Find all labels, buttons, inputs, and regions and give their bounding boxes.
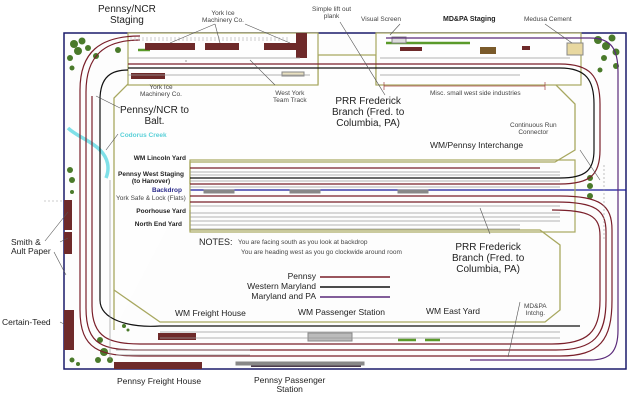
label-simple-plank: Simple lift out plank xyxy=(312,6,352,21)
label-mdpa-staging: MD&PA Staging xyxy=(443,16,496,23)
pennsy-tracks xyxy=(79,35,613,357)
label-west-york-team: West York Team Track xyxy=(273,90,307,105)
label-certain-teed: Certain-Teed xyxy=(2,317,51,327)
notes-line-2: You are heading west as you go clockwide… xyxy=(241,249,402,256)
label-mdpa-intchg: MD&PA Intchg. xyxy=(524,303,547,318)
label-york-ice-top: York Ice Machinery Co. xyxy=(202,10,244,25)
label-wm-east-yard: WM East Yard xyxy=(426,306,481,316)
wm-tracks xyxy=(99,67,595,327)
label-pennsy-ncr-balt: Pennsy/NCR to Balt. xyxy=(120,105,189,127)
label-york-ice-lower: York Ice Machinery Co. xyxy=(140,84,182,99)
label-wm-passenger-station: WM Passenger Station xyxy=(298,307,385,317)
label-wm-pennsy-interchange: WM/Pennsy Interchange xyxy=(430,140,524,150)
yard-tracks xyxy=(109,57,570,360)
mdpa-tracks xyxy=(386,37,619,361)
notes-title: NOTES: xyxy=(199,237,233,247)
legend-label-pennsy: Pennsy xyxy=(287,271,316,281)
dashed-guides xyxy=(44,37,605,240)
label-wm-lincoln-yard: WM Lincoln Yard xyxy=(133,155,186,162)
notes-line-1: You are facing south as you look at back… xyxy=(238,239,368,246)
gray-structures xyxy=(203,36,584,366)
label-wm-freight-house: WM Freight House xyxy=(175,308,246,318)
label-pennsy-freight-house: Pennsy Freight House xyxy=(117,376,202,386)
aisle-outline-lower xyxy=(113,210,561,323)
label-codorus-creek: Codorus Creek xyxy=(120,132,167,139)
label-pennsy-west-staging: Pennsy West Staging (to Hanover) xyxy=(118,171,184,186)
mdpa-peninsula xyxy=(375,32,582,86)
label-continuous-run: Continuous Run Connector xyxy=(510,122,557,137)
label-poorhouse-yard: Poorhouse Yard xyxy=(136,208,186,215)
label-misc-industries: Misc. small west side industries xyxy=(430,90,521,97)
misc-span xyxy=(383,82,546,90)
label-visual-screen: Visual Screen xyxy=(361,16,401,23)
label-pennsy-ncr-staging: Pennsy/NCR Staging xyxy=(98,4,156,26)
label-north-end-yard: North End Yard xyxy=(134,221,182,228)
label-medusa-cement: Medusa Cement xyxy=(524,16,572,23)
label-york-safe-lock: York Safe & Lock (Flats) xyxy=(116,195,186,202)
label-smith-ault: Smith & Ault Paper xyxy=(11,237,51,257)
label-pennsy-passenger-station: Pennsy Passenger Station xyxy=(254,375,326,395)
legend-label-wm: Western Maryland xyxy=(247,281,316,291)
label-backdrop: Backdrop xyxy=(152,187,182,194)
legend-label-mdpa: Maryland and PA xyxy=(251,291,316,301)
label-prr-frederick-top: PRR Frederick Branch (Fred. to Columbia,… xyxy=(332,96,405,129)
label-prr-frederick-lower: PRR Frederick Branch (Fred. to Columbia,… xyxy=(452,242,525,275)
